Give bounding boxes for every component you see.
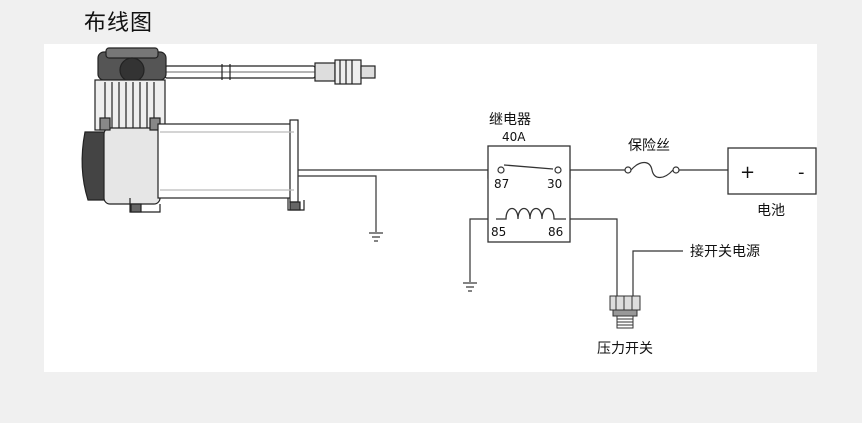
diagram-panel xyxy=(44,44,817,372)
battery-minus: - xyxy=(798,162,805,183)
relay-pin-87: 87 xyxy=(494,177,509,191)
fuse xyxy=(624,161,680,179)
relay-pin-30: 30 xyxy=(547,177,562,191)
relay-rating: 40A xyxy=(502,130,526,144)
pressure-switch xyxy=(609,295,641,329)
diagram-title: 布线图 xyxy=(84,11,154,36)
battery-plus: + xyxy=(740,162,755,183)
ground-symbol-relay xyxy=(463,282,477,292)
switch-power-label: 接开关电源 xyxy=(690,243,760,260)
relay: 87 30 85 86 xyxy=(487,145,571,243)
battery: + - xyxy=(727,147,817,195)
relay-pin-86: 86 xyxy=(548,225,563,239)
fuse-label: 保险丝 xyxy=(628,138,670,154)
relay-pin-85: 85 xyxy=(491,225,506,239)
air-compressor xyxy=(81,47,376,213)
pressure-switch-label: 压力开关 xyxy=(597,341,653,357)
ground-symbol-compressor xyxy=(369,232,383,242)
relay-label: 继电器 xyxy=(489,112,531,128)
battery-label: 电池 xyxy=(757,203,785,219)
